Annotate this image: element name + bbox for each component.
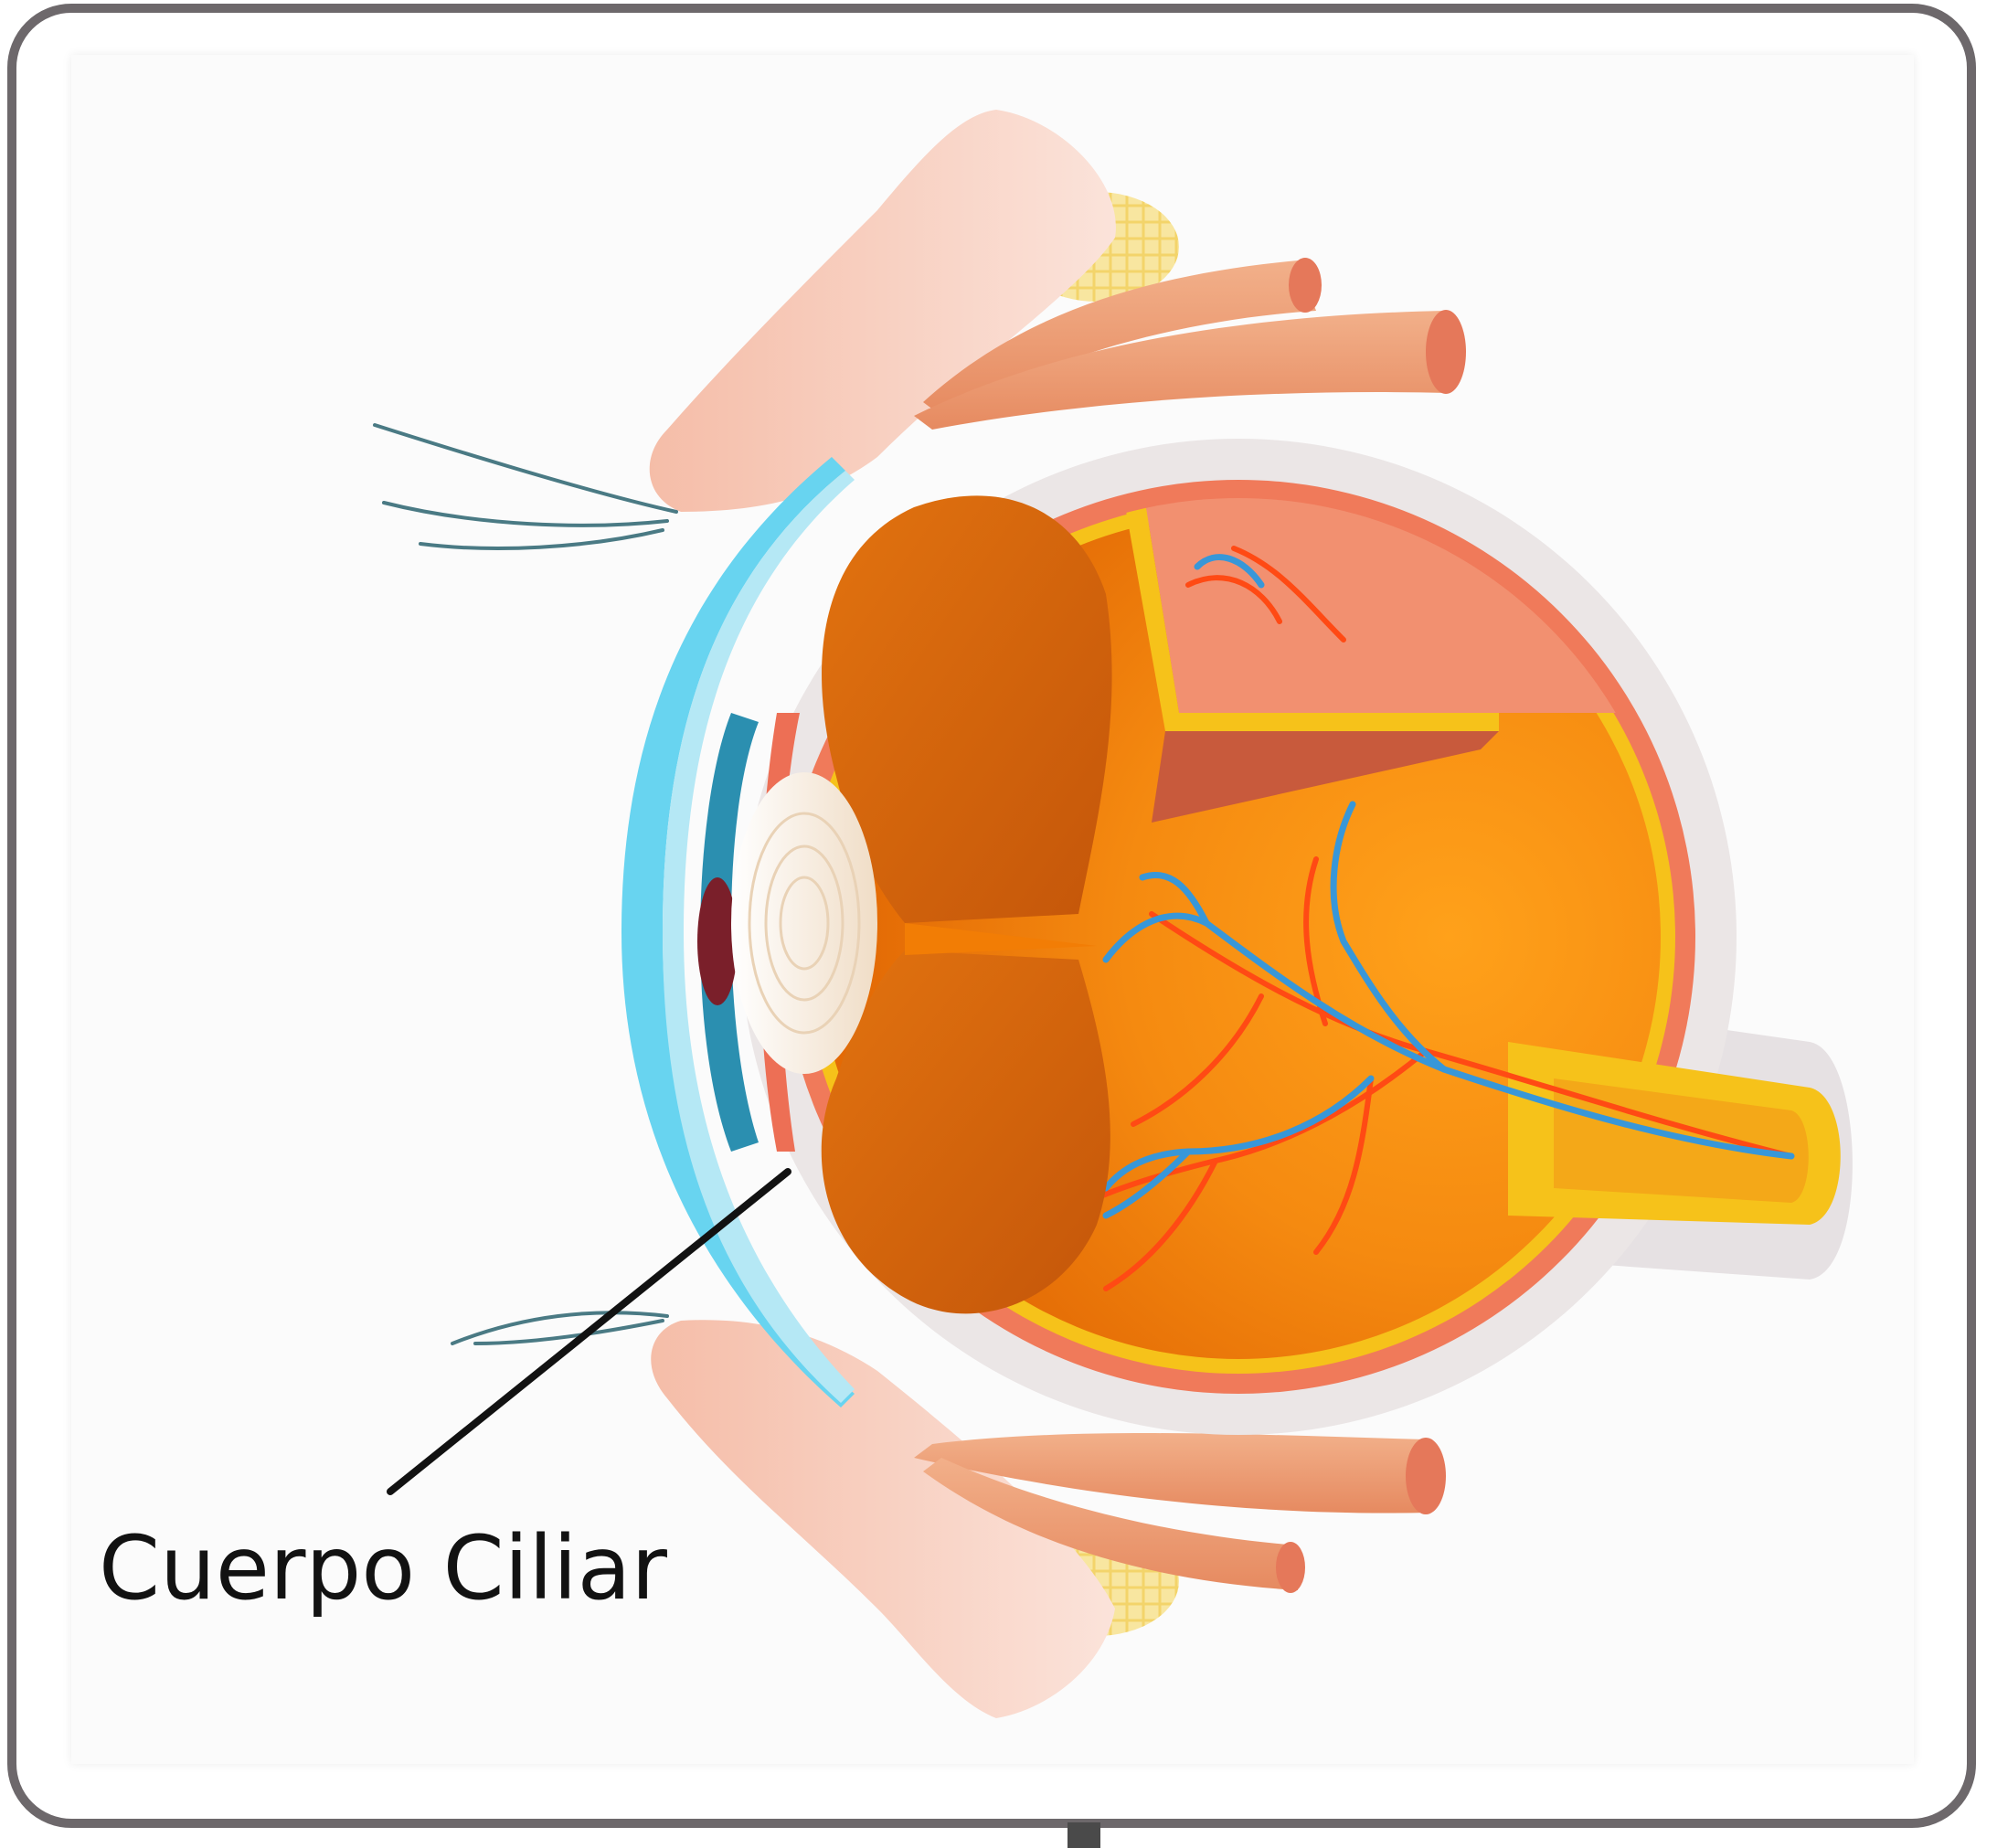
upper-eyelid (650, 110, 1116, 512)
lens (731, 772, 877, 1074)
pupil (697, 877, 738, 1005)
ciliary-body-label: Cuerpo Ciliar (99, 1517, 667, 1620)
